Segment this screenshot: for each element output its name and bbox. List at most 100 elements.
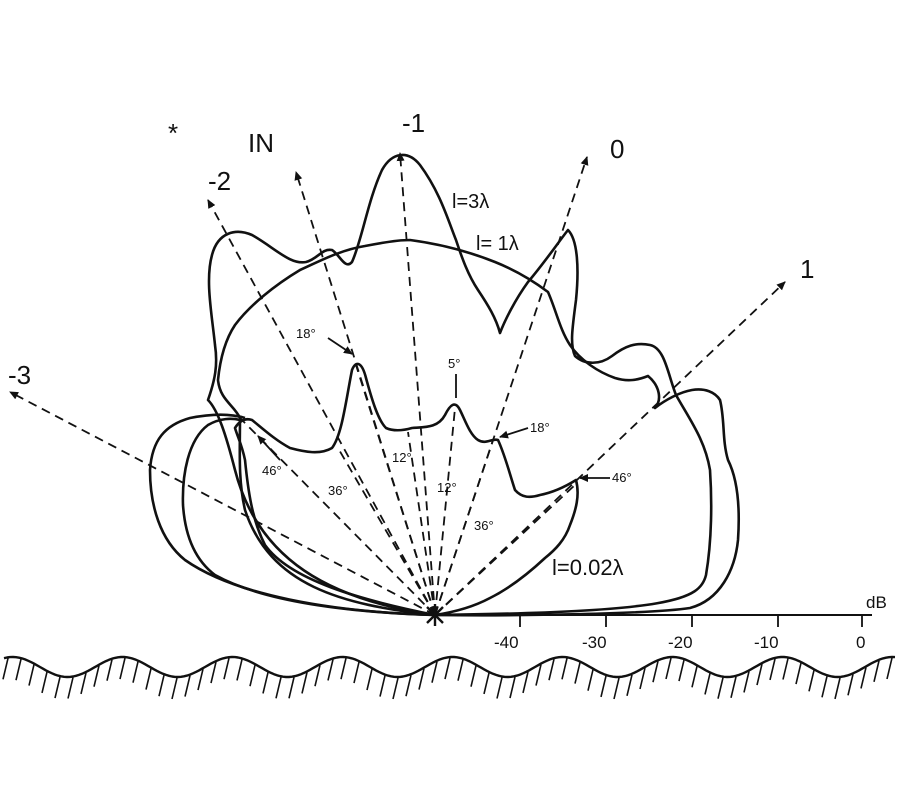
scale-tick-label: -40 bbox=[494, 633, 519, 652]
hatch-line bbox=[444, 657, 451, 680]
surface-hatching bbox=[2, 657, 893, 700]
hatch-line bbox=[132, 661, 139, 683]
origin-marker bbox=[426, 604, 444, 626]
hatch-line bbox=[145, 668, 152, 690]
order-label-m3: -3 bbox=[8, 360, 31, 390]
curve-l-3lambda bbox=[206, 153, 713, 617]
leader-18-left bbox=[327, 337, 353, 355]
hatch-line bbox=[717, 677, 724, 699]
hatch-line bbox=[509, 676, 516, 699]
scale-tick-label: 0 bbox=[856, 633, 865, 652]
hatch-line bbox=[756, 663, 763, 686]
hatch-line bbox=[405, 675, 412, 697]
hatch-line bbox=[158, 675, 165, 697]
hatch-line bbox=[41, 671, 48, 694]
db-scale: dB -40 -30 -20 -10 0 bbox=[435, 593, 887, 652]
hatch-line bbox=[535, 664, 542, 686]
hatch-line bbox=[249, 665, 256, 687]
hatch-line bbox=[119, 657, 126, 680]
order-label-incident: IN bbox=[248, 128, 274, 158]
hatch-line bbox=[431, 661, 438, 683]
scale-tick-label: -10 bbox=[754, 633, 779, 652]
order-label-p1: 1 bbox=[800, 254, 814, 284]
hatch-line bbox=[54, 676, 61, 699]
ray-order-m1 bbox=[396, 152, 436, 616]
hatch-line bbox=[860, 667, 867, 689]
peak-ray bbox=[434, 484, 576, 616]
label-l-3lambda: l=3λ bbox=[452, 191, 489, 213]
angle-12-lower: 12° bbox=[437, 480, 457, 495]
hatch-line bbox=[782, 658, 789, 680]
order-label-m2: -2 bbox=[208, 166, 231, 196]
hatch-line bbox=[262, 672, 269, 694]
angle-36-right: 36° bbox=[474, 518, 494, 533]
scale-unit-db: dB bbox=[866, 593, 887, 612]
hatch-line bbox=[28, 664, 35, 686]
peak-ray bbox=[337, 447, 436, 616]
hatch-line bbox=[327, 659, 334, 681]
curve-labels: l=3λ l= 1λ l=0.02λ bbox=[452, 191, 624, 580]
hatch-line bbox=[496, 677, 503, 699]
corrugated-surface bbox=[2, 655, 896, 700]
hatch-line bbox=[795, 662, 802, 685]
hatch-line bbox=[470, 665, 477, 687]
hatch-line bbox=[2, 658, 9, 680]
angle-36-left: 36° bbox=[328, 483, 348, 498]
hatch-line bbox=[301, 672, 308, 694]
label-l-002lambda: l=0.02λ bbox=[552, 555, 624, 580]
hatch-line bbox=[769, 658, 776, 681]
order-rays bbox=[9, 152, 786, 616]
hatch-line bbox=[561, 658, 568, 680]
hatch-line bbox=[379, 675, 386, 697]
hatch-line bbox=[275, 677, 282, 699]
hatch-line bbox=[340, 658, 347, 680]
order-label-0: 0 bbox=[610, 134, 624, 164]
scale-tick-label: -20 bbox=[668, 633, 693, 652]
angle-12-upper: 12° bbox=[392, 450, 412, 465]
ray-order-m3 bbox=[9, 391, 436, 616]
curve-l-002lambda bbox=[233, 362, 579, 617]
hatch-line bbox=[704, 673, 711, 695]
order-labels: -3 -2 IN -1 0 1 * bbox=[8, 108, 814, 390]
ray-order-m2 bbox=[207, 199, 436, 616]
surface-wave bbox=[3, 655, 896, 679]
leader-46-left bbox=[257, 435, 281, 461]
hatch-line bbox=[821, 676, 828, 698]
hatch-line bbox=[613, 677, 620, 700]
angle-18-left: 18° bbox=[296, 326, 316, 341]
hatch-line bbox=[106, 659, 113, 681]
angle-46-left: 46° bbox=[262, 463, 282, 478]
hatch-line bbox=[522, 671, 529, 694]
hatch-line bbox=[93, 665, 100, 687]
hatch-line bbox=[808, 670, 815, 692]
hatch-line bbox=[236, 659, 243, 681]
peak-ray bbox=[355, 364, 436, 616]
hatch-line bbox=[366, 668, 373, 691]
hatch-line bbox=[223, 658, 230, 680]
hatch-line bbox=[626, 674, 633, 696]
asterisk-mark: * bbox=[168, 118, 178, 148]
peak-ray bbox=[434, 439, 494, 616]
leader-18-right bbox=[499, 427, 529, 439]
pattern-curves bbox=[148, 153, 740, 617]
hatch-line bbox=[288, 677, 295, 699]
hatch-line bbox=[847, 674, 854, 696]
label-l-1lambda: l= 1λ bbox=[476, 233, 519, 255]
order-label-m1: -1 bbox=[402, 108, 425, 138]
scale-tick-label: -30 bbox=[582, 633, 607, 652]
hatch-line bbox=[873, 660, 880, 682]
hatch-line bbox=[392, 677, 399, 700]
hatch-line bbox=[652, 661, 659, 683]
hatch-line bbox=[184, 675, 191, 697]
hatch-line bbox=[67, 677, 74, 699]
angle-18-right: 18° bbox=[530, 420, 550, 435]
hatch-line bbox=[600, 675, 607, 698]
scale-tick-marks bbox=[519, 615, 863, 627]
hatch-line bbox=[171, 677, 178, 700]
hatch-line bbox=[210, 661, 217, 684]
hatch-line bbox=[80, 672, 87, 695]
hatch-line bbox=[314, 665, 321, 687]
hatch-line bbox=[574, 662, 581, 684]
hatch-line bbox=[587, 669, 594, 691]
